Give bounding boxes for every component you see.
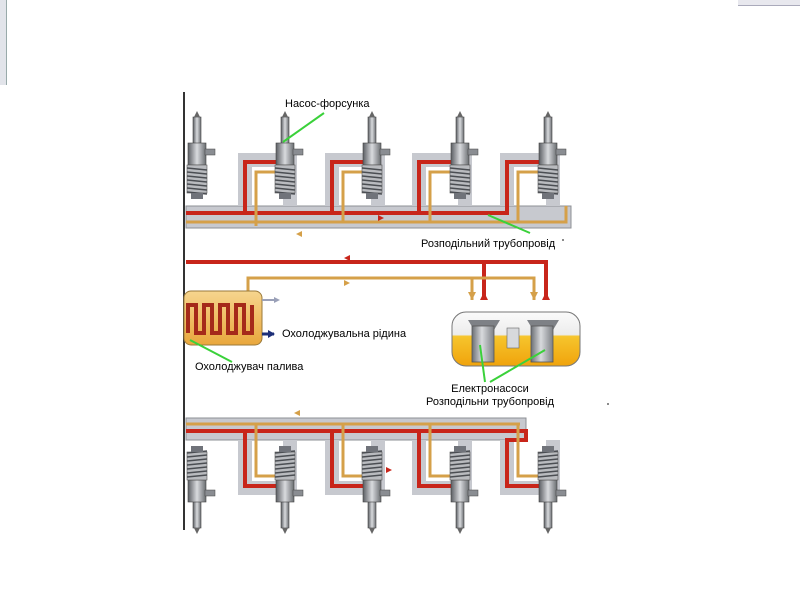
label-injector: Насос-форсунка [285,98,370,110]
label-fuel-cooler: Охолоджувач палива [195,361,304,373]
label-coolant: Охолоджувальна рідина [282,328,407,340]
label-pumps-line1: Електронасоси [451,383,529,395]
injector-unit [449,111,479,199]
window-edge-topright [738,0,800,6]
callout-pump-1 [479,344,486,383]
injector-unit [186,111,216,199]
callout-fuel-cooler [189,339,233,363]
injector-unit [274,111,304,199]
label-pumps-line2: Розподільни трубопровід [426,396,554,408]
label-pumps: Електронасоси Розподільни трубопровід [410,383,570,409]
injectors-top [186,111,567,199]
supply-return-lines [186,255,550,300]
label-rail-top: Розподільний трубопровід [421,238,556,250]
callouts [189,112,546,383]
injector-unit [274,446,304,534]
injector-unit [361,446,391,534]
injector-unit [537,111,567,199]
callout-rail-top [487,214,531,234]
injector-unit [186,446,216,534]
injector-unit [537,446,567,534]
window-edge-left [0,0,7,85]
callout-injector [282,112,325,143]
callout-pump-2 [489,349,546,383]
top-distribution-rail [185,153,572,237]
electric-pumps-tank [451,311,581,367]
injectors-bottom [186,446,567,534]
injector-unit [449,446,479,534]
fuel-cooler [183,290,280,346]
injector-unit [361,111,391,199]
